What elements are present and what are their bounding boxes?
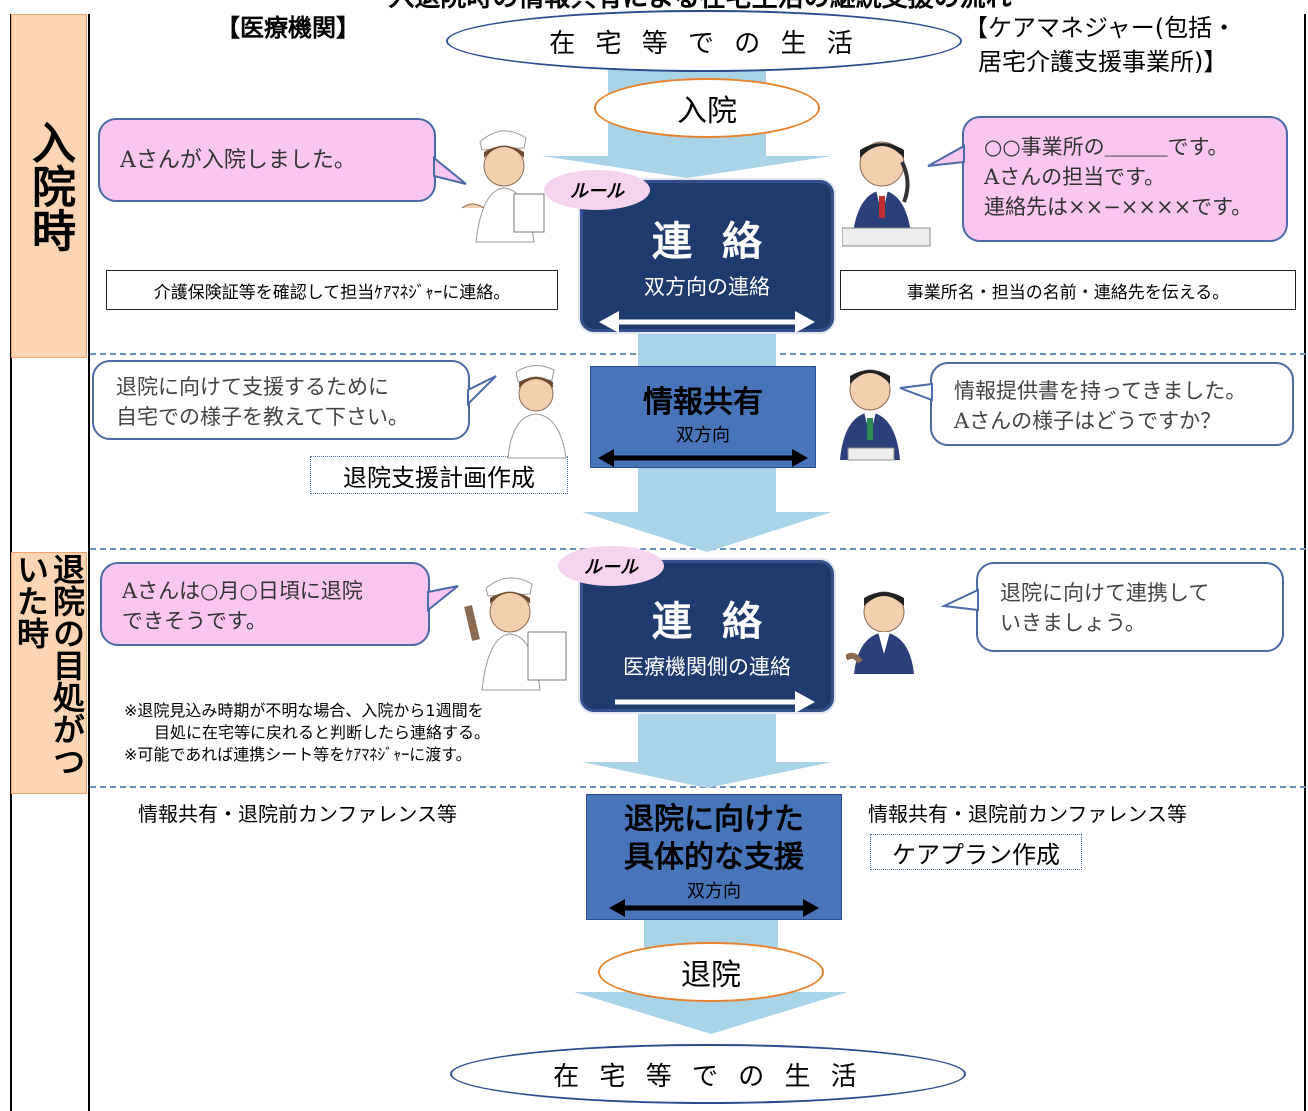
note-line: 目処に在宅等に戻れると判断したら連絡する。: [154, 723, 491, 742]
home-life-bottom: 在 宅 等 で の 生 活: [450, 1044, 966, 1104]
speech-bubble-nurse-discharge: Aさんは○月○日頃に退院 できそうです。: [100, 562, 430, 646]
bubble-text: 退院に向けて連携して: [1000, 581, 1210, 605]
speech-bubble-cm-discharge: 退院に向けて連携して いきましょう。: [976, 562, 1284, 652]
bubble-text: ○○事業所の＿＿＿です。: [984, 135, 1229, 159]
home-life-top: 在 宅 等 で の 生 活: [446, 10, 962, 72]
bubble-text: Aさんは○月○日頃に退院: [122, 579, 363, 603]
bubble-text: Aさんの担当です。: [984, 165, 1166, 189]
phase-admission: 入院時: [11, 14, 87, 358]
care-manager-icon: [846, 591, 914, 674]
section-divider: [90, 786, 1306, 788]
bubble-text: いきましょう。: [1000, 611, 1146, 635]
support-title-line1: 退院に向けた: [624, 802, 804, 837]
nurse-illustration-icon: [462, 130, 545, 243]
speech-bubble-nurse-admission: Aさんが入院しました。: [98, 118, 436, 202]
speech-bubble-nurse-share: 退院に向けて支援するために 自宅での様子を教えて下さい。: [92, 360, 470, 440]
info-share-subtitle: 双方向: [676, 425, 730, 446]
phase-admission-label: 入院時: [24, 120, 75, 252]
info-share-title: 情報共有: [643, 385, 763, 420]
phase-column-divider: [88, 14, 90, 1111]
note-line: ※可能であれば連携シート等をｹｱﾏﾈｼﾞｬｰに渡す。: [124, 745, 472, 764]
hospital-conference-caption: 情報共有・退院前カンファレンス等: [138, 802, 457, 826]
right-arrow-icon: [615, 691, 815, 713]
cm-conference-caption: 情報共有・退院前カンファレンス等: [868, 802, 1187, 826]
cm-action-box: 事業所名・担当の名前・連絡先を伝える。: [840, 270, 1296, 310]
discharge-node: 退院: [598, 942, 824, 1002]
note-line: ※退院見込み時期が不明な場合、入院から1週間を: [124, 701, 484, 720]
bubble-text: 退院に向けて支援するために: [116, 375, 389, 399]
speech-bubble-cm-admission: ○○事業所の＿＿＿です。 Aさんの担当です。 連絡先は××−××××です。: [962, 116, 1288, 242]
care-manager-icon: [840, 369, 900, 461]
support-title-line2: 具体的な支援: [624, 840, 804, 875]
header-hospital: 【医療機関】: [216, 14, 360, 42]
care-plan-box: ケアプラン作成: [870, 834, 1082, 870]
contact-title: 連絡: [652, 219, 792, 265]
bubble-text: 情報提供書を持ってきました。: [954, 379, 1247, 403]
double-arrow-icon: [609, 899, 819, 917]
bubble-text: 連絡先は××−××××です。: [984, 195, 1253, 219]
support-subtitle: 双方向: [687, 881, 741, 902]
info-share-box: 情報共有 双方向: [590, 366, 816, 468]
double-arrow-icon: [599, 311, 815, 333]
contact-title: 連絡: [652, 599, 792, 645]
header-caremanager-line2: 居宅介護支援事業所)】: [978, 48, 1228, 76]
bubble-text: 自宅での様子を教えて下さい。: [116, 405, 409, 429]
bubble-text: できそうです。: [122, 609, 267, 633]
contact-subtitle: 医療機関側の連絡: [623, 655, 791, 679]
contact-box-bidirectional: 連絡 双方向の連絡: [580, 180, 834, 333]
bubble-text: Aさんが入院しました。: [120, 148, 356, 173]
phase-discharge-label: 退院の目処がついた時: [12, 553, 86, 777]
nurse-illustration-icon: [507, 365, 567, 459]
nurse-illustration-icon: [464, 577, 567, 691]
header-caremanager-line1: 【ケアマネジャー(包括・: [964, 14, 1237, 42]
phase-discharge-prospect: 退院の目処がついた時: [11, 552, 87, 794]
page-title: 入退院時の情報共有による在宅生活の継続支援の流れ: [250, 0, 1150, 10]
bubble-text: Aさんの様子はどうですか？: [954, 409, 1222, 433]
care-manager-phone-icon: [842, 141, 931, 247]
discharge-plan-box: 退院支援計画作成: [310, 456, 568, 494]
hospital-action-box: 介護保険証等を確認して担当ｹｱﾏﾈｼﾞｬｰに連絡。: [106, 270, 558, 310]
contact-subtitle: 双方向の連絡: [644, 275, 770, 299]
speech-bubble-cm-share: 情報提供書を持ってきました。 Aさんの様子はどうですか？: [930, 362, 1294, 446]
discharge-support-box: 退院に向けた 具体的な支援 双方向: [586, 794, 842, 920]
rule-badge: ルール: [544, 170, 650, 210]
rule-badge: ルール: [558, 546, 664, 586]
double-arrow-icon: [598, 449, 808, 467]
admission-node: 入院: [594, 78, 820, 138]
